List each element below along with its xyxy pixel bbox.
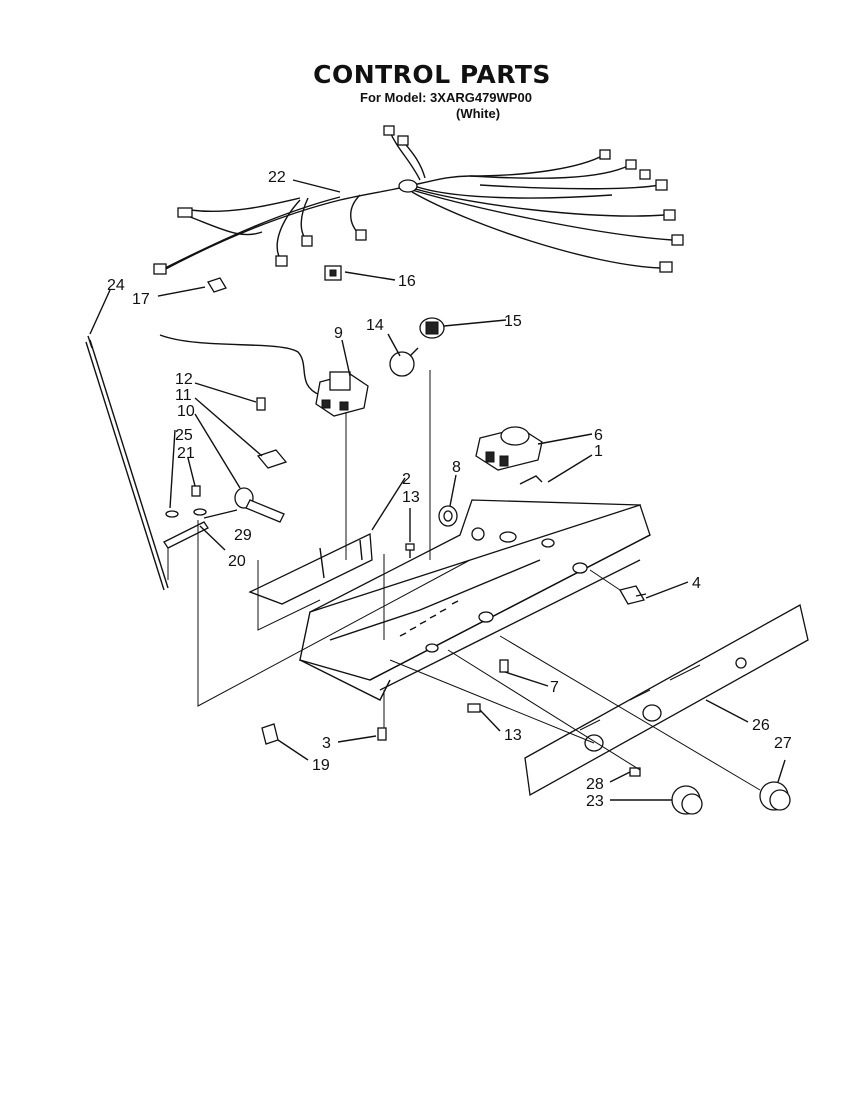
part-19-bulb	[389, 351, 415, 377]
part-17-socket	[419, 317, 445, 339]
page-title: CONTROL PARTS	[313, 60, 551, 89]
part-11-shaft	[234, 487, 285, 523]
callout-16: 21	[177, 445, 195, 462]
callout-1: 1	[594, 443, 603, 460]
alignment-lines	[167, 370, 761, 791]
part-8-socket	[438, 505, 458, 527]
callout-28: 28	[586, 776, 604, 793]
part-23-rod	[89, 339, 169, 589]
part-12-bracket	[256, 449, 288, 469]
part-13-screw-lower	[467, 703, 481, 713]
callout-14: 19	[312, 757, 330, 774]
part-13-screw-upper	[256, 397, 266, 411]
callout-13-lower: 13	[504, 727, 522, 744]
callout-17: 15	[504, 313, 522, 330]
part-26-knob	[759, 781, 791, 811]
leader-lines	[89, 179, 786, 801]
variant-label: (White)	[456, 106, 501, 121]
callout-3: 3	[322, 735, 331, 752]
callout-10: 13	[402, 489, 420, 506]
callout-8: 8	[452, 459, 461, 476]
part-22-shape	[207, 277, 227, 293]
part-6-switch	[475, 426, 543, 471]
part-2-bracket	[248, 533, 373, 605]
callout-2: 2	[402, 471, 411, 488]
part-4-thermistor	[619, 585, 647, 605]
callout-21: 16	[398, 273, 416, 290]
part-25-control-panel	[524, 604, 809, 797]
callout-11: 10	[177, 403, 195, 420]
callout-7: 7	[550, 679, 559, 696]
part-16-screw	[191, 485, 201, 497]
wiring-harness	[153, 125, 684, 275]
callout-20: 22	[268, 169, 286, 186]
callout-24: 25	[175, 427, 193, 444]
part-7-screw	[499, 659, 509, 673]
callout-9: 9	[334, 325, 343, 342]
part-3-screw	[377, 727, 387, 741]
callout-13-upper: 12	[175, 371, 193, 388]
callout-22: 17	[132, 291, 150, 308]
part-9-thermostat	[315, 371, 369, 417]
part-15-lever	[163, 521, 209, 549]
callout-25: 26	[752, 717, 770, 734]
callout-29: 29	[234, 527, 252, 544]
part-1-control-housing	[299, 475, 651, 701]
callout-15: 20	[228, 553, 246, 570]
callout-26: 27	[774, 735, 792, 752]
part-24-washer	[165, 510, 179, 518]
callout-19: 14	[366, 317, 384, 334]
callout-6: 6	[594, 427, 603, 444]
part-14-clip	[261, 723, 279, 745]
callout-4: 4	[692, 575, 701, 592]
model-line: For Model: 3XARG479WP00	[360, 90, 532, 105]
callout-12: 11	[175, 387, 192, 404]
callout-23: 24	[107, 277, 125, 294]
callout-27: 23	[586, 793, 604, 810]
capillary-tube	[159, 334, 321, 396]
part-27-knob	[671, 785, 703, 815]
